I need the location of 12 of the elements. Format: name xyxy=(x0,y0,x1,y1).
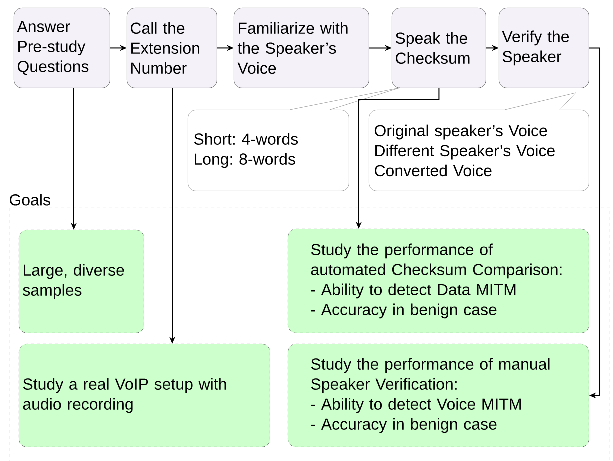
goal-box: Large, diverse samples xyxy=(19,230,144,334)
process-box: Speak the Checksum xyxy=(392,8,486,88)
process-box: Familiarize with the Speaker’s Voice xyxy=(234,8,370,88)
node-label: Goals xyxy=(10,194,50,206)
process-box: Call the Extension Number xyxy=(127,8,218,88)
arrow xyxy=(588,48,600,399)
callout-box: Original speaker’s Voice Different Speaker’s Voice Converted Voice xyxy=(369,92,590,192)
process-box: Answer Pre-study Questions xyxy=(14,8,110,88)
process-box: Verify the Speaker xyxy=(499,8,590,88)
goal-box: Study the performance of automated Checksum Comparison: - Ability to detect Data MITM - Accuracy in benign case xyxy=(288,229,590,334)
goal-box: Study the performance of manual Speaker Verification: - Ability to detect Voice MITM - Accuracy in benign case xyxy=(288,344,590,448)
goal-box: Study a real VoIP setup with audio recording xyxy=(19,344,270,448)
